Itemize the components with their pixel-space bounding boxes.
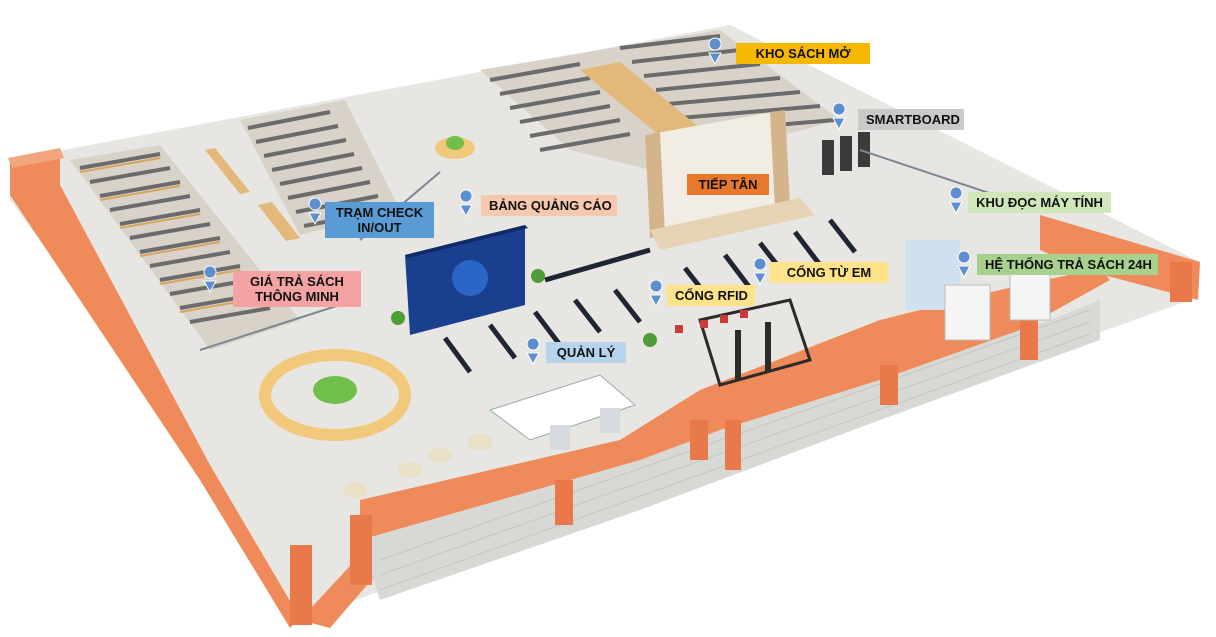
lounge-chairs (343, 434, 492, 498)
label-cong-tu-em: CỔNG TỪ EM (770, 262, 888, 283)
circular-seating (259, 349, 411, 441)
label-tram-check-line2: IN/OUT (357, 220, 402, 235)
outer-wall-left (10, 150, 300, 628)
label-gia-tra-sach-line2: THÔNG MINH (255, 289, 339, 304)
pin-icon (949, 186, 963, 215)
pin-icon (459, 189, 473, 218)
pin-icon (708, 37, 722, 66)
label-tram-check-line1: TRẠM CHECK (335, 205, 424, 220)
label-tram-check-in-out: TRẠM CHECK IN/OUT (325, 202, 434, 238)
label-gia-tra-sach-thong-minh: GIÁ TRẢ SÁCH THÔNG MINH (233, 271, 361, 307)
book-return-lockers (905, 240, 1051, 341)
smartboard-units (822, 132, 870, 175)
front-pillars (290, 262, 1192, 625)
outer-wall-left-top (8, 148, 64, 168)
pin-icon (649, 279, 663, 308)
floor-lanes (442, 218, 857, 374)
location-pins (203, 37, 971, 366)
label-kho-sach-mo: KHO SÁCH MỞ (736, 43, 870, 64)
outer-wall-front (300, 268, 1110, 628)
label-gia-tra-sach-line1: GIÁ TRẢ SÁCH (250, 274, 344, 289)
label-quan-ly: QUẢN LÝ (546, 342, 626, 363)
label-cong-rfid: CỔNG RFID (667, 285, 755, 306)
pin-icon (957, 250, 971, 279)
label-smartboard: SMARTBOARD (858, 109, 964, 130)
potted-plants (391, 269, 657, 347)
pin-icon (203, 265, 217, 294)
label-bang-quang-cao: BẢNG QUẢNG CÁO (481, 195, 617, 216)
management-desks (488, 374, 636, 450)
pin-icon (308, 197, 322, 226)
middle-left-bookshelves (240, 100, 400, 235)
rfid-gates (675, 310, 748, 333)
reading-tables (205, 148, 300, 241)
reception-area (645, 110, 815, 250)
pin-icon (832, 102, 846, 131)
pin-icon (753, 257, 767, 286)
label-he-thong-tra-sach-24h: HỆ THỐNG TRẢ SÁCH 24H (977, 254, 1158, 275)
label-khu-doc-may-tinh: KHU ĐỌC MÁY TÍNH (968, 192, 1111, 213)
label-tiep-tan: TIẾP TÂN (687, 174, 769, 195)
advertising-screen (405, 225, 528, 335)
pin-icon (526, 337, 540, 366)
entrance-gates (698, 298, 812, 387)
